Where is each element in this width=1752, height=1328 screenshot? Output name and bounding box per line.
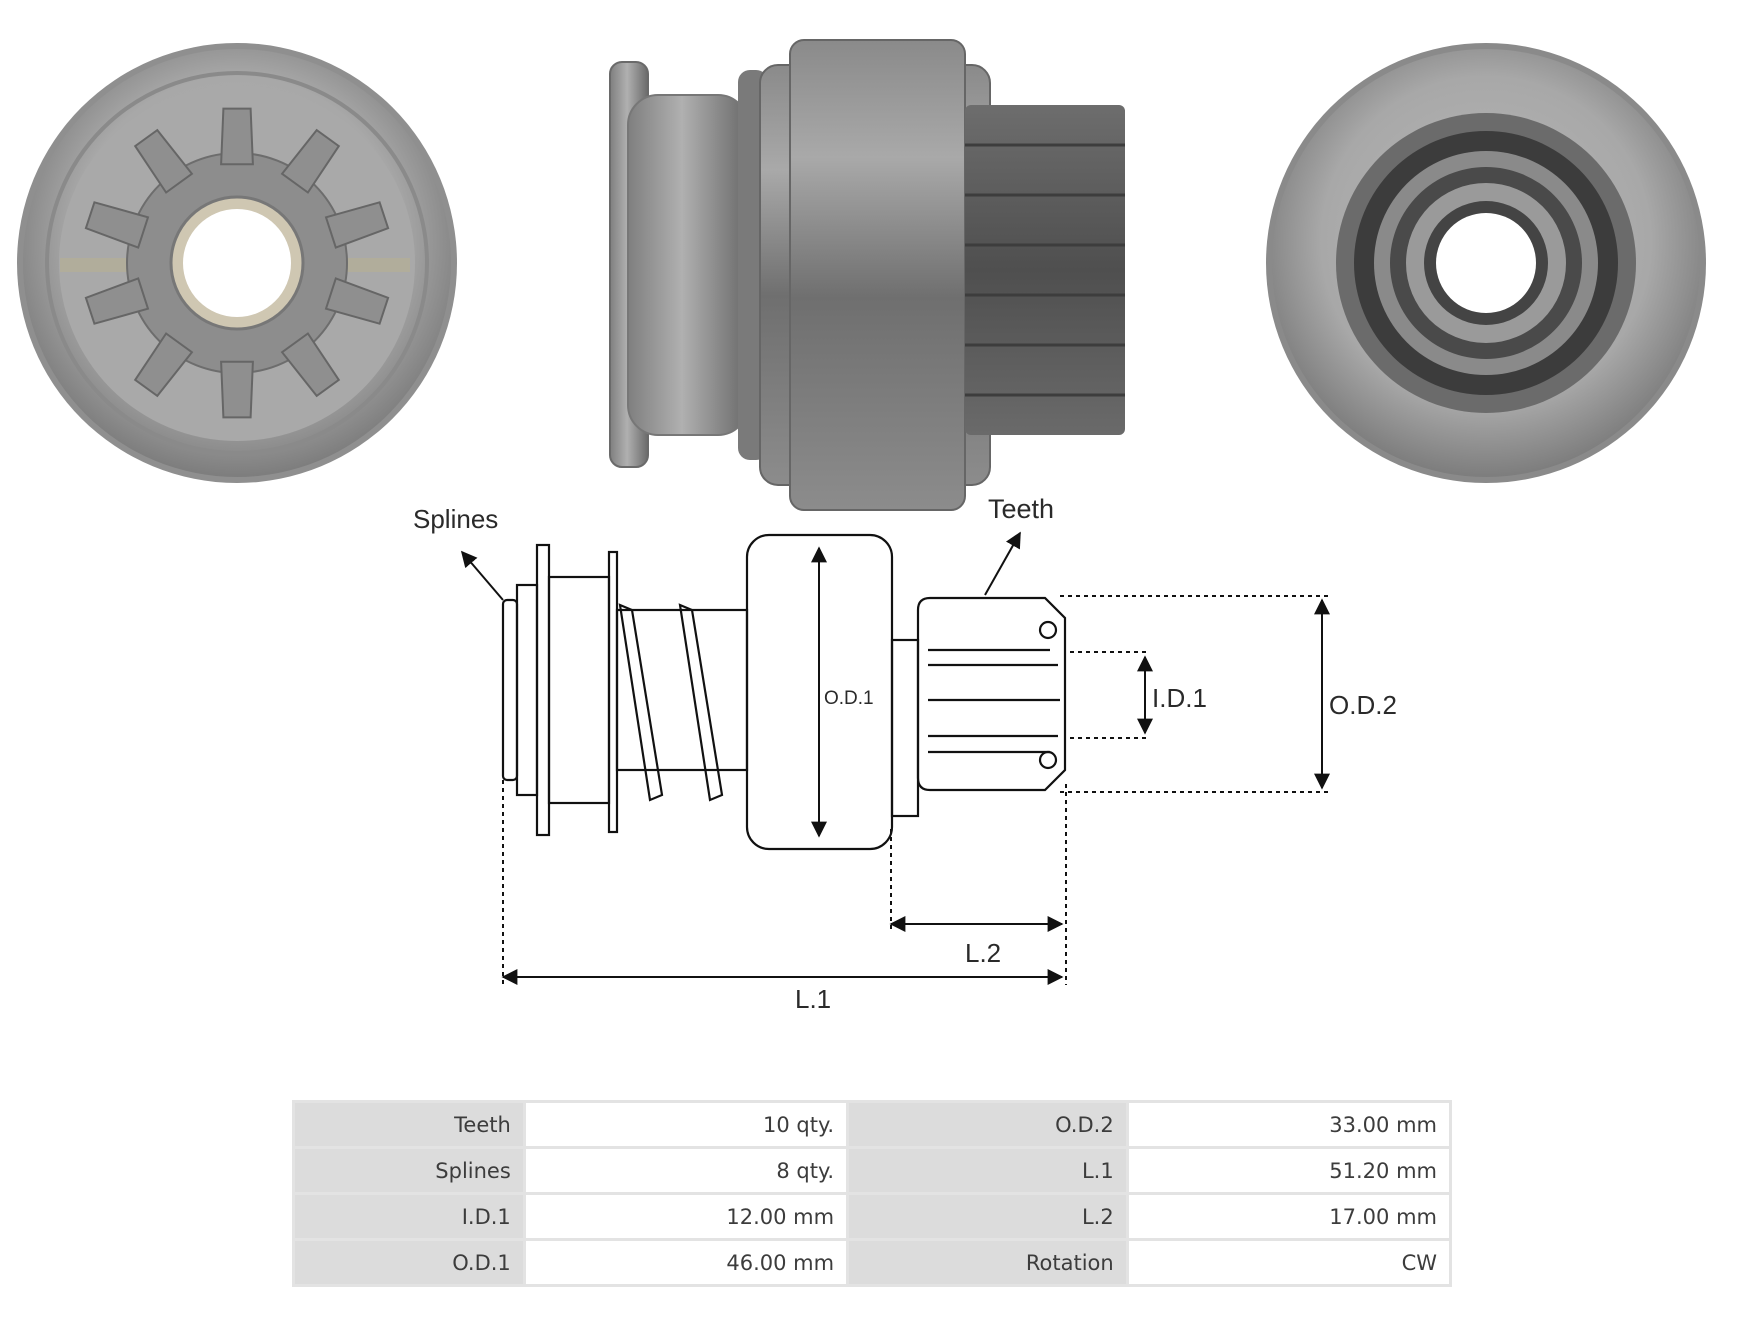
gear-tooth	[133, 128, 194, 194]
spec-key: O.D.1	[295, 1241, 523, 1284]
spec-value: 8 qty.	[525, 1149, 847, 1192]
spec-value: 33.00 mm	[1128, 1103, 1449, 1146]
spec-key: L.2	[849, 1195, 1126, 1238]
l1-label: L.1	[795, 984, 831, 1014]
id1-label: I.D.1	[1152, 683, 1207, 713]
gear-tooth	[324, 277, 390, 325]
spec-value: 10 qty.	[525, 1103, 847, 1146]
gear-tooth	[280, 128, 341, 194]
gear-tooth	[84, 277, 150, 325]
side-view-photo	[609, 39, 1125, 511]
gear-tooth	[133, 332, 194, 398]
technical-drawing	[501, 533, 1067, 851]
teeth-label: Teeth	[988, 494, 1054, 524]
gear-tooth-set	[84, 107, 390, 419]
dimension-lines	[460, 531, 1330, 985]
l2-label: L.2	[965, 938, 1001, 968]
od2-label: O.D.2	[1329, 690, 1397, 720]
spec-value: 51.20 mm	[1128, 1149, 1449, 1192]
spec-key: Teeth	[295, 1103, 523, 1146]
table-row: I.D.1 12.00 mm L.2 17.00 mm	[295, 1195, 1449, 1238]
spec-value: 17.00 mm	[1128, 1195, 1449, 1238]
rear-view-photo	[1266, 43, 1706, 483]
specifications-table: Teeth 10 qty. O.D.2 33.00 mm Splines 8 q…	[292, 1100, 1452, 1287]
gear-tooth	[220, 360, 254, 419]
front-view-photo	[17, 43, 457, 483]
spec-value: 46.00 mm	[525, 1241, 847, 1284]
table-row: Teeth 10 qty. O.D.2 33.00 mm	[295, 1103, 1449, 1146]
spec-value: CW	[1128, 1241, 1449, 1284]
table-row: O.D.1 46.00 mm Rotation CW	[295, 1241, 1449, 1284]
gear-tooth	[324, 201, 390, 249]
gear-tooth	[280, 332, 341, 398]
splines-label: Splines	[413, 504, 498, 534]
spec-key: I.D.1	[295, 1195, 523, 1238]
gear-tooth	[220, 107, 254, 166]
od1-label: O.D.1	[824, 688, 874, 709]
table-row: Splines 8 qty. L.1 51.20 mm	[295, 1149, 1449, 1192]
spec-key: Rotation	[849, 1241, 1126, 1284]
spec-value: 12.00 mm	[525, 1195, 847, 1238]
gear-tooth	[84, 201, 150, 249]
spec-key: L.1	[849, 1149, 1126, 1192]
spec-key: Splines	[295, 1149, 523, 1192]
spec-key: O.D.2	[849, 1103, 1126, 1146]
